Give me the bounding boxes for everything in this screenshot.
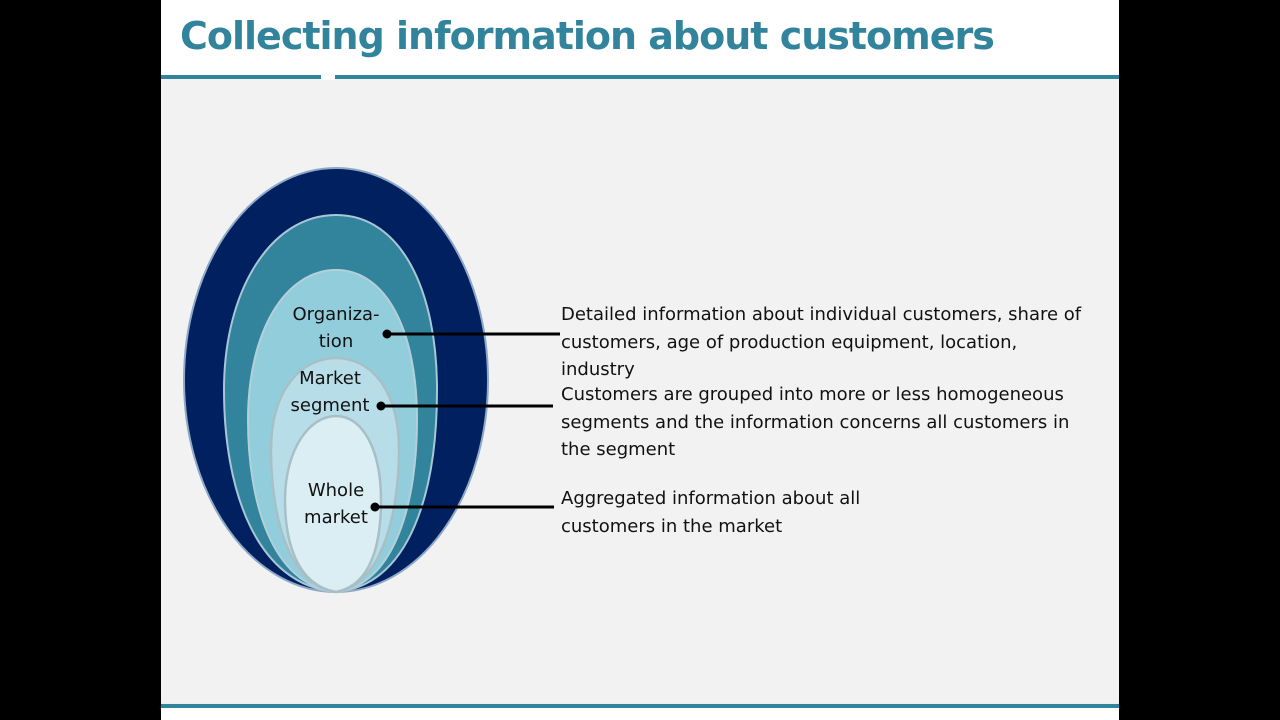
description-organization-line-1: Detailed information about individual cu… <box>561 304 1082 325</box>
bottom-area <box>161 708 1119 720</box>
label-organization: Organiza- tion <box>271 301 401 355</box>
title-divider <box>161 75 1119 79</box>
label-organization-line-2: tion <box>318 331 354 352</box>
slide: Collecting information about customers O… <box>161 0 1119 720</box>
connector-dot-organization <box>382 329 392 339</box>
description-market-segment-line-2: segments and the information concerns al… <box>561 411 1070 433</box>
description-organization-line-3: industry <box>561 359 635 380</box>
connector-whole-market <box>370 502 554 512</box>
description-market-segment: Customers are grouped into more or less … <box>561 381 1069 464</box>
label-whole-market-line-1: Whole <box>307 480 365 501</box>
label-market-segment: Market segment <box>265 365 395 419</box>
label-market-segment-line-2: segment <box>290 395 370 416</box>
title-area: Collecting information about customers <box>161 0 1119 76</box>
description-organization-line-2: customers, age of production equipment, … <box>561 331 1018 353</box>
bottom-divider <box>161 704 1119 708</box>
description-market-segment-line-1: Customers are grouped into more or less … <box>561 384 1064 405</box>
connector-market-segment <box>376 401 553 411</box>
description-whole-market: Aggregated information about all custome… <box>561 485 860 540</box>
description-whole-market-line-2: customers in the market <box>561 515 783 537</box>
connector-dot-market-segment <box>376 401 386 411</box>
description-whole-market-line-1: Aggregated information about all <box>561 488 861 509</box>
connector-organization <box>382 329 560 339</box>
label-organization-line-1: Organiza- <box>292 304 380 325</box>
description-market-segment-line-3: the segment <box>561 439 676 460</box>
label-market-segment-line-1: Market <box>299 368 361 389</box>
slide-title: Collecting information about customers <box>180 14 995 58</box>
connector-dot-whole-market <box>370 502 380 512</box>
label-whole-market-line-2: market <box>304 507 368 528</box>
label-whole-market: Whole market <box>271 477 401 531</box>
title-divider-gap <box>321 74 335 80</box>
description-organization: Detailed information about individual cu… <box>561 301 1081 384</box>
nested-ellipse-diagram <box>183 167 560 594</box>
whole-market-ring <box>283 414 383 594</box>
